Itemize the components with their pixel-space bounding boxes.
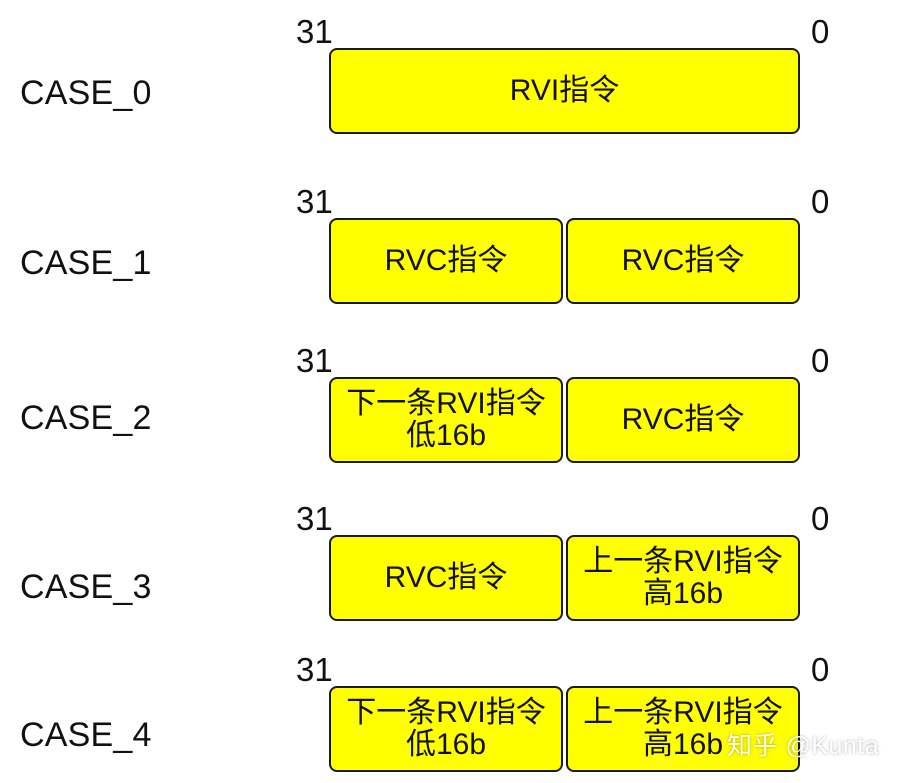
case-0-row: RVI指令 bbox=[329, 48, 800, 134]
bit-high-label: 31 bbox=[296, 13, 333, 50]
case-2-box-high: 下一条RVI指令 低16b bbox=[329, 377, 563, 463]
bit-low-label: 0 bbox=[811, 13, 830, 50]
case-3-group: 31 0 CASE_3 RVC指令 上一条RVI指令 高16b bbox=[0, 502, 914, 632]
case-4-box-high: 下一条RVI指令 低16b bbox=[329, 686, 563, 772]
case-2-box-low: RVC指令 bbox=[566, 377, 800, 463]
case-4-group: 31 0 CASE_4 下一条RVI指令 低16b 上一条RVI指令 高16b bbox=[0, 653, 914, 783]
watermark-text: 知乎 @Kunta bbox=[727, 732, 880, 760]
case-2-group: 31 0 CASE_2 下一条RVI指令 低16b RVC指令 bbox=[0, 344, 914, 474]
case-1-label: CASE_1 bbox=[20, 244, 152, 282]
case-4-label: CASE_4 bbox=[20, 716, 152, 754]
bit-low-label: 0 bbox=[811, 500, 830, 537]
case-3-box-low: 上一条RVI指令 高16b bbox=[566, 535, 800, 621]
case-4-row: 下一条RVI指令 低16b 上一条RVI指令 高16b bbox=[329, 686, 800, 772]
bit-high-label: 31 bbox=[296, 500, 333, 537]
case-3-box-high: RVC指令 bbox=[329, 535, 563, 621]
bit-high-label: 31 bbox=[296, 342, 333, 379]
case-3-row: RVC指令 上一条RVI指令 高16b bbox=[329, 535, 800, 621]
case-1-row: RVC指令 RVC指令 bbox=[329, 218, 800, 304]
bit-low-label: 0 bbox=[811, 183, 830, 220]
case-0-group: 31 0 CASE_0 RVI指令 bbox=[0, 15, 914, 145]
bit-low-label: 0 bbox=[811, 342, 830, 379]
case-2-row: 下一条RVI指令 低16b RVC指令 bbox=[329, 377, 800, 463]
bit-high-label: 31 bbox=[296, 651, 333, 688]
case-1-box-low: RVC指令 bbox=[566, 218, 800, 304]
bit-high-label: 31 bbox=[296, 183, 333, 220]
case-1-box-high: RVC指令 bbox=[329, 218, 563, 304]
case-0-box-full: RVI指令 bbox=[329, 48, 800, 134]
case-3-label: CASE_3 bbox=[20, 568, 152, 606]
case-4-box-low: 上一条RVI指令 高16b bbox=[566, 686, 800, 772]
case-1-group: 31 0 CASE_1 RVC指令 RVC指令 bbox=[0, 185, 914, 315]
bit-low-label: 0 bbox=[811, 651, 830, 688]
case-2-label: CASE_2 bbox=[20, 399, 152, 437]
case-0-label: CASE_0 bbox=[20, 74, 152, 112]
